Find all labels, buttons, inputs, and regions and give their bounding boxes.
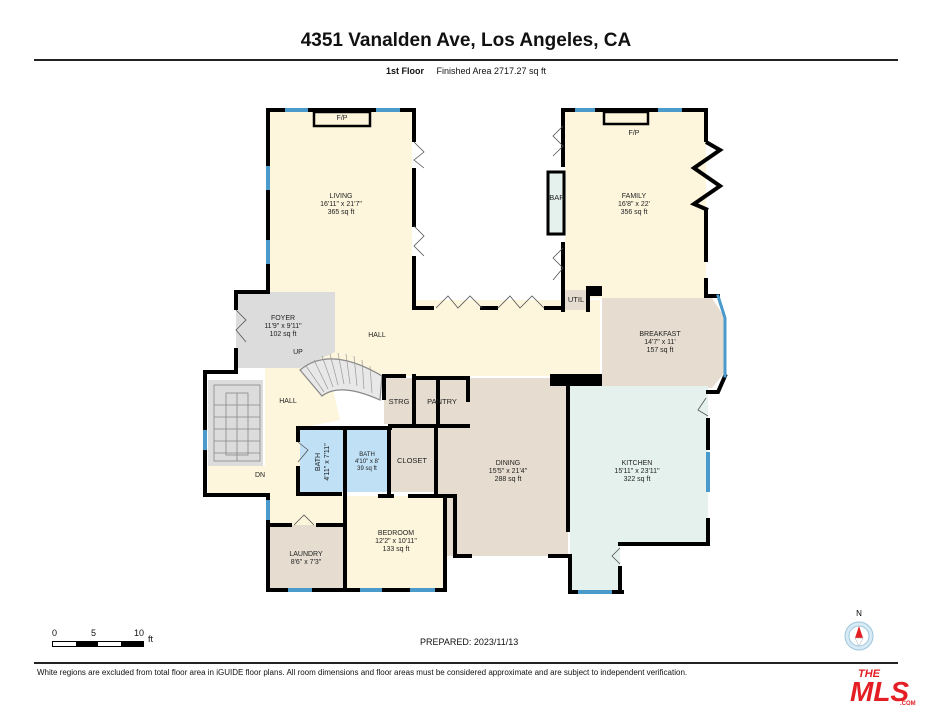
floor-label: 1st Floor [385,66,424,76]
room-labels: LIVING 16'11" x 21'7" 365 sq ft F/P FAMI… [255,115,681,566]
compass-icon: N [844,609,874,651]
family-name: FAMILY [622,193,647,200]
family-dims: 16'8" x 22' [618,201,650,208]
foyer-dims: 11'9" x 9'11" [264,323,302,330]
bath2-area: 39 sq ft [357,466,377,472]
kitchen-name: KITCHEN [622,460,653,467]
scale-tick-5: 5 [91,628,97,638]
laundry-name: LAUNDRY [289,551,323,558]
bath1-name: BATH [315,453,322,471]
bath2-dims: 4'10" x 8' [355,459,379,465]
living-dims: 16'11" x 21'7" [320,201,362,208]
disclaimer-text: White regions are excluded from total fl… [37,668,688,677]
bedroom-dims: 12'2" x 10'11" [375,538,417,545]
breakfast-dims: 14'7" x 11' [644,339,676,346]
scale-tick-0: 0 [52,628,58,638]
prepared-date: PREPARED: 2023/11/13 [420,637,519,647]
mls-logo[interactable]: THE MLS .COM [850,665,922,707]
closet-label: CLOSET [397,456,427,465]
scale-bar-graphic [52,641,144,647]
foyer-area: 102 sq ft [270,331,297,338]
scale-unit: ft [148,634,154,644]
fp-family: F/P [629,130,640,137]
dn-label: DN [255,472,265,479]
foyer-name: FOYER [271,315,295,322]
windows [203,108,710,594]
living-name: LIVING [330,193,353,200]
mls-logo-the: THE [858,668,881,680]
room-fills [208,110,725,590]
scale-tick-10: 10 [134,628,145,638]
breakfast-name: BREAKFAST [639,331,681,338]
page-title: 4351 Vanalden Ave, Los Angeles, CA [300,30,632,51]
doors [235,125,709,565]
dining-area: 288 sq ft [495,476,522,483]
top-divider [34,59,898,61]
kitchen-area: 322 sq ft [624,476,651,483]
kitchen-dims: 15'11" x 23'11" [614,468,660,475]
bedroom-area: 133 sq ft [383,546,410,553]
breakfast-area: 157 sq ft [647,347,674,354]
straight-stair [213,384,261,462]
bar-label: BAR [549,193,565,202]
up-label: UP [293,349,303,356]
fp-living: F/P [337,115,348,122]
bedroom-name: BEDROOM [378,530,414,537]
floor-plan: LIVING 16'11" x 21'7" 365 sq ft F/P FAMI… [203,108,728,594]
curved-stair [299,352,383,401]
strg-label: STRG [389,397,410,406]
dining-dims: 15'5" x 21'4" [489,468,528,475]
finished-area: Finished Area 2717.27 sq ft [436,66,547,76]
family-folding-door [689,140,724,212]
mls-logo-suffix: .COM [900,701,916,707]
svg-text:N: N [856,609,862,618]
bath1-dims: 4'11" x 7'11" [324,443,331,481]
mls-logo-main: MLS [850,676,909,707]
floor-subtitle: 1st Floor Finished Area 2717.27 sq ft [0,66,932,76]
laundry-dims: 8'6" x 7'3" [291,559,322,566]
bath2-name: BATH [359,452,375,458]
scale-bar: 0 5 10 ft [52,628,162,652]
bottom-divider [34,662,898,664]
pantry-label: PANTRY [427,397,457,406]
family-area: 356 sq ft [621,209,648,216]
hall-lower: HALL [279,398,297,405]
living-area: 365 sq ft [328,209,355,216]
util-label: UTIL [568,295,584,304]
hall-upper: HALL [368,332,386,339]
dining-name: DINING [496,460,521,467]
